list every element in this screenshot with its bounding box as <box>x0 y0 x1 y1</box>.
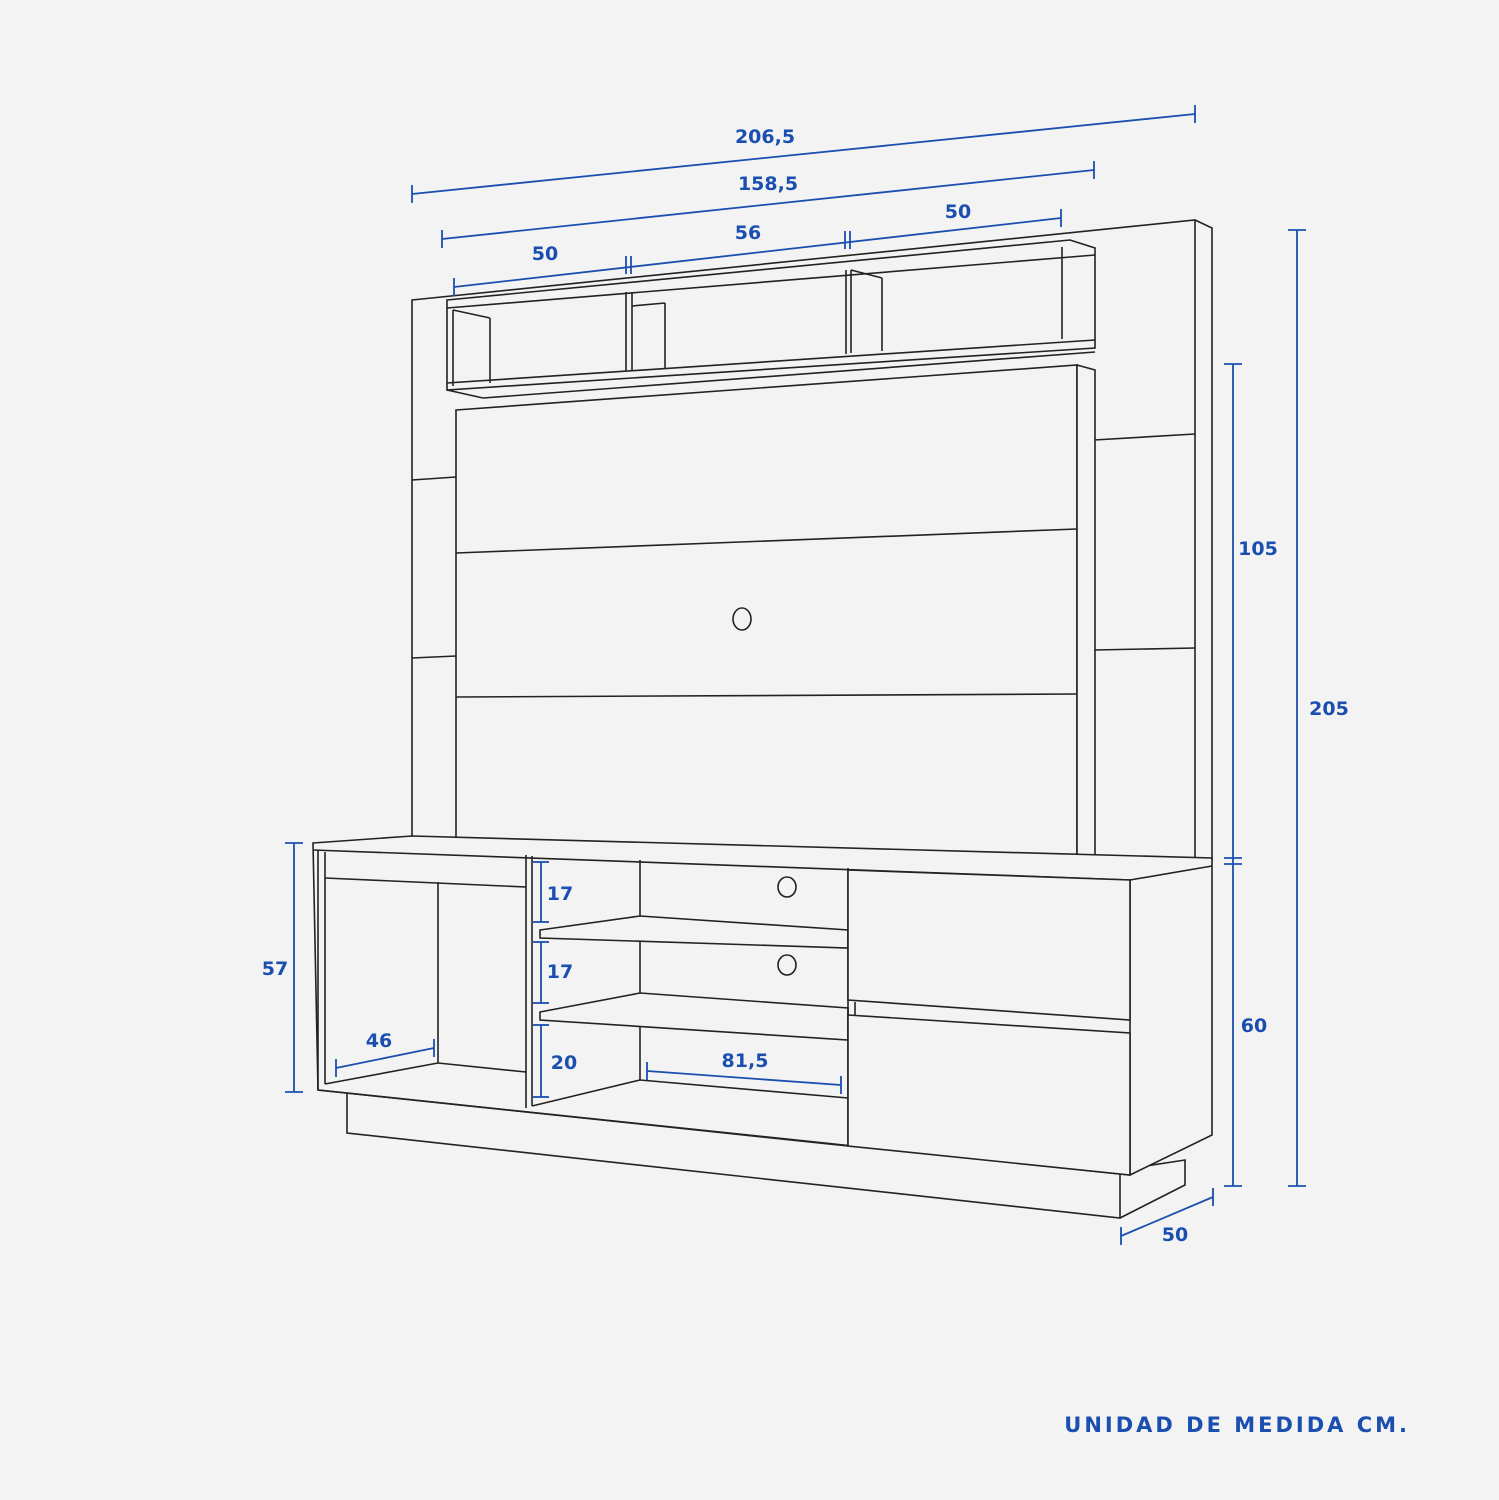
label-left-depth: 46 <box>366 1030 392 1052</box>
label-total-height: 205 <box>1309 698 1349 720</box>
label-shelf-middle: 56 <box>735 222 761 244</box>
unit-note: UNIDAD DE MEDIDA CM. <box>1064 1413 1410 1437</box>
drawer-bottom <box>847 1014 1131 1176</box>
cable-hole <box>732 607 752 631</box>
label-depth: 50 <box>1162 1224 1188 1246</box>
label-niche-3: 20 <box>551 1052 577 1074</box>
furniture-drawing <box>312 219 1213 1219</box>
label-shelf-right: 50 <box>945 201 971 223</box>
label-left-height: 57 <box>262 958 288 980</box>
top-shelf <box>446 239 1096 391</box>
label-niche-1: 17 <box>547 883 573 905</box>
dimension-lines <box>285 105 1306 1245</box>
label-panel-height: 105 <box>1238 538 1278 560</box>
drawer-top <box>847 869 1131 1021</box>
label-total-width: 206,5 <box>735 126 795 148</box>
tv-panel <box>455 364 1078 861</box>
dimension-labels: 206,5 158,5 50 56 50 105 205 60 57 46 17… <box>262 126 1349 1246</box>
label-shelf-left: 50 <box>532 243 558 265</box>
label-base-height: 60 <box>1241 1015 1267 1037</box>
label-center-width: 81,5 <box>722 1050 769 1072</box>
label-niche-2: 17 <box>547 961 573 983</box>
label-inner-width: 158,5 <box>738 173 798 195</box>
